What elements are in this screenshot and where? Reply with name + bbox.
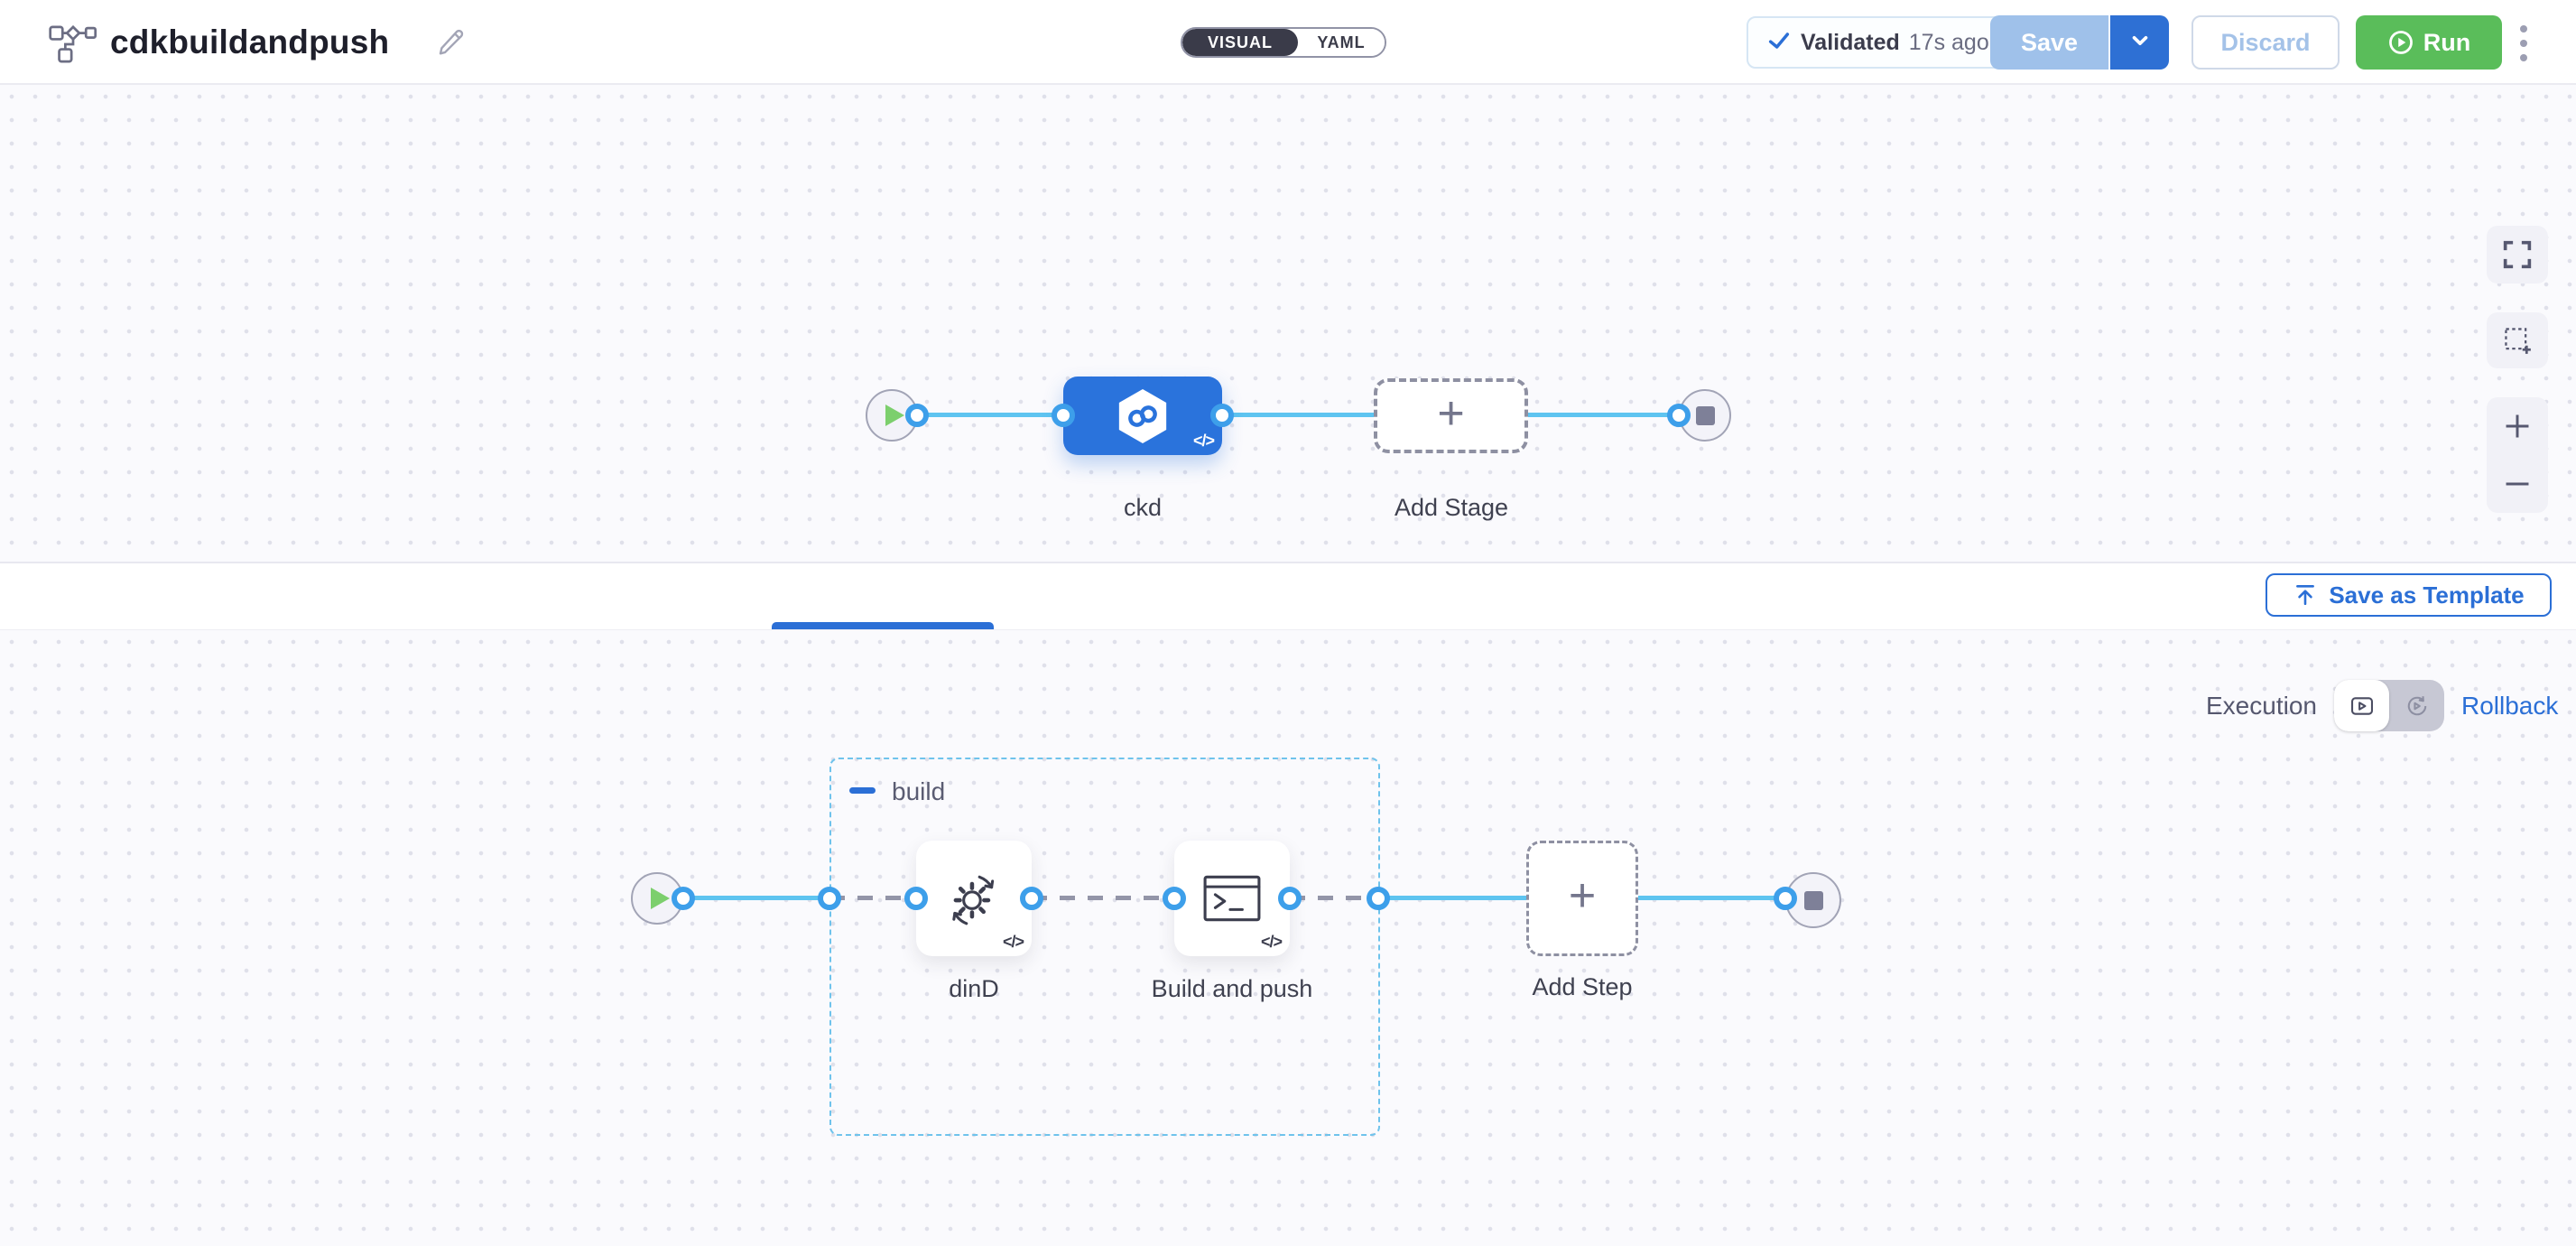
rollback-link[interactable]: Rollback [2461, 692, 2559, 720]
chevron-down-icon [2127, 28, 2153, 58]
toggle-visual[interactable]: VISUAL [1182, 29, 1298, 56]
step-node-build-and-push[interactable]: </> [1174, 841, 1290, 956]
fullscreen-button[interactable] [2487, 226, 2548, 284]
toggle-yaml[interactable]: YAML [1298, 29, 1385, 56]
add-step-label: Add Step [1532, 973, 1633, 1000]
exec-wire-dashed [1290, 896, 1378, 900]
stage-node-ckd[interactable]: </> [1063, 377, 1222, 455]
edit-title-icon[interactable] [435, 26, 468, 63]
plus-icon: + [1568, 869, 1597, 922]
page-title: cdkbuildandpush [110, 23, 390, 60]
upload-icon [2293, 582, 2318, 608]
validation-time: 17s ago [1908, 29, 1989, 55]
stage-code-badge: </> [1192, 432, 1215, 450]
start-play-icon [885, 404, 904, 426]
run-button-label: Run [2423, 28, 2471, 56]
port [1367, 887, 1390, 910]
step-label: dinD [949, 975, 999, 1002]
port [1020, 887, 1043, 910]
pipeline-icon [47, 24, 99, 68]
exec-wire-dashed [829, 896, 916, 900]
step-group-build [829, 758, 1380, 1136]
run-button[interactable]: Run [2356, 15, 2502, 70]
stage-wire-start [917, 413, 1063, 417]
stage-canvas[interactable] [0, 85, 2576, 562]
zoom-in-button[interactable] [2502, 411, 2533, 442]
validation-badge[interactable]: Validated 17s ago [1747, 16, 2009, 69]
execution-view-button[interactable] [2334, 680, 2389, 731]
collapse-group-icon[interactable] [849, 787, 876, 794]
discard-button[interactable]: Discard [2191, 15, 2340, 70]
exec-wire [683, 896, 829, 900]
port [1163, 887, 1186, 910]
execution-end-node [1785, 872, 1841, 928]
add-stage-button[interactable]: + [1374, 378, 1528, 453]
port [1052, 404, 1075, 427]
execution-mode-label: Execution [2206, 692, 2317, 720]
validated-check-icon [1766, 28, 1792, 58]
port [904, 887, 928, 910]
step-node-dind[interactable]: </> [916, 841, 1032, 956]
active-tab-underline [772, 622, 994, 629]
port [1774, 887, 1797, 910]
port [905, 404, 929, 427]
execution-rollback-toggle [2334, 680, 2444, 731]
port [818, 887, 841, 910]
header: cdkbuildandpush VISUAL YAML Validated 17… [0, 0, 2576, 85]
port [1667, 404, 1691, 427]
run-script-icon [1202, 874, 1262, 923]
zoom-controls [2487, 397, 2548, 513]
step-code-badge: </> [1002, 933, 1024, 951]
start-play-icon [650, 888, 670, 909]
run-play-icon [2387, 29, 2414, 56]
group-label: build [892, 777, 946, 805]
exec-wire-dashed [1032, 896, 1174, 900]
background-service-icon [944, 869, 1004, 928]
stop-square-icon [1695, 405, 1715, 425]
pipeline-end-node [1679, 389, 1731, 442]
more-options-menu[interactable] [2520, 25, 2527, 61]
port [1210, 404, 1234, 427]
plus-icon: + [1437, 386, 1465, 440]
stage-label: ckd [1123, 494, 1163, 521]
save-split-button: Save [1990, 15, 2169, 70]
stage-tabbar [0, 562, 2576, 630]
zoom-out-button[interactable] [2502, 469, 2533, 499]
validation-status: Validated [1801, 29, 1900, 55]
rollback-view-button[interactable] [2389, 680, 2444, 731]
add-stage-label: Add Stage [1394, 494, 1509, 521]
port [672, 887, 695, 910]
save-as-template-button[interactable]: Save as Template [2266, 573, 2552, 617]
save-as-template-label: Save as Template [2329, 581, 2525, 609]
ci-stage-icon [1115, 388, 1171, 444]
step-label: Build and push [1151, 975, 1313, 1002]
stop-square-icon [1803, 890, 1823, 910]
save-menu-button[interactable] [2110, 15, 2169, 70]
save-button[interactable]: Save [1990, 15, 2110, 70]
multi-select-button[interactable] [2487, 312, 2548, 368]
add-step-button[interactable]: + [1526, 841, 1638, 956]
mode-toggle: VISUAL YAML [1181, 27, 1386, 58]
step-code-badge: </> [1260, 933, 1283, 951]
port [1278, 887, 1302, 910]
